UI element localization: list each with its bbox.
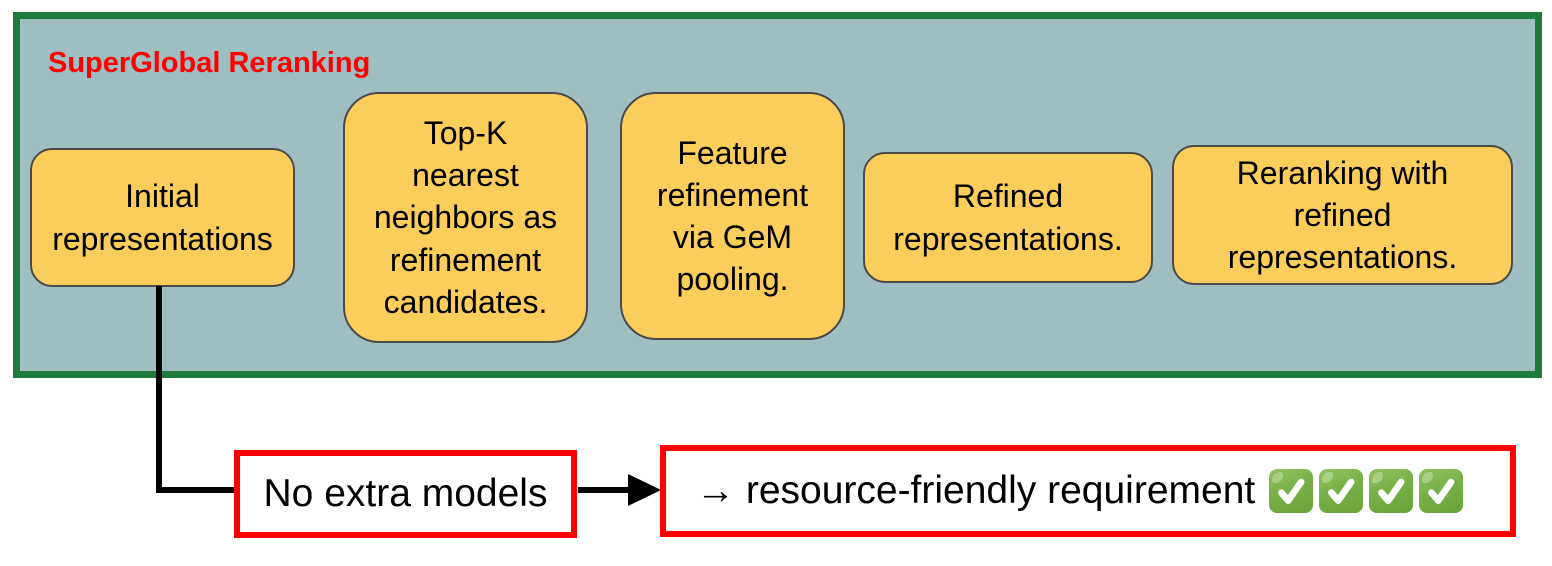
check-mark-icon (1269, 469, 1314, 513)
callout-resource-friendly: → resource-friendly requirement (660, 445, 1516, 537)
panel-title: SuperGlobal Reranking (48, 47, 371, 79)
step-reranking-refined: Reranking with refined representations. (1172, 145, 1513, 285)
checkmark-row (1269, 469, 1464, 513)
callout-no-extra-models: No extra models (234, 450, 577, 538)
check-mark-icon (1419, 469, 1464, 513)
step-initial-representations: Initial representations (30, 148, 295, 287)
step-refined-representations: Refined representations. (863, 152, 1153, 283)
connector-elbow-line (156, 487, 236, 493)
arrow-head-icon (628, 474, 661, 506)
step-topk-nearest-neighbors: Top-K nearest neighbors as refinement ca… (343, 92, 588, 343)
arrow-line (578, 487, 630, 493)
callout-result-label: → resource-friendly requirement (696, 469, 1256, 512)
check-mark-icon (1369, 469, 1414, 513)
step-feature-refinement-gem: Feature refinement via GeM pooling. (620, 92, 845, 340)
connector-vertical-line (156, 286, 162, 493)
callout-source-label: No extra models (263, 472, 548, 515)
check-mark-icon (1319, 469, 1364, 513)
